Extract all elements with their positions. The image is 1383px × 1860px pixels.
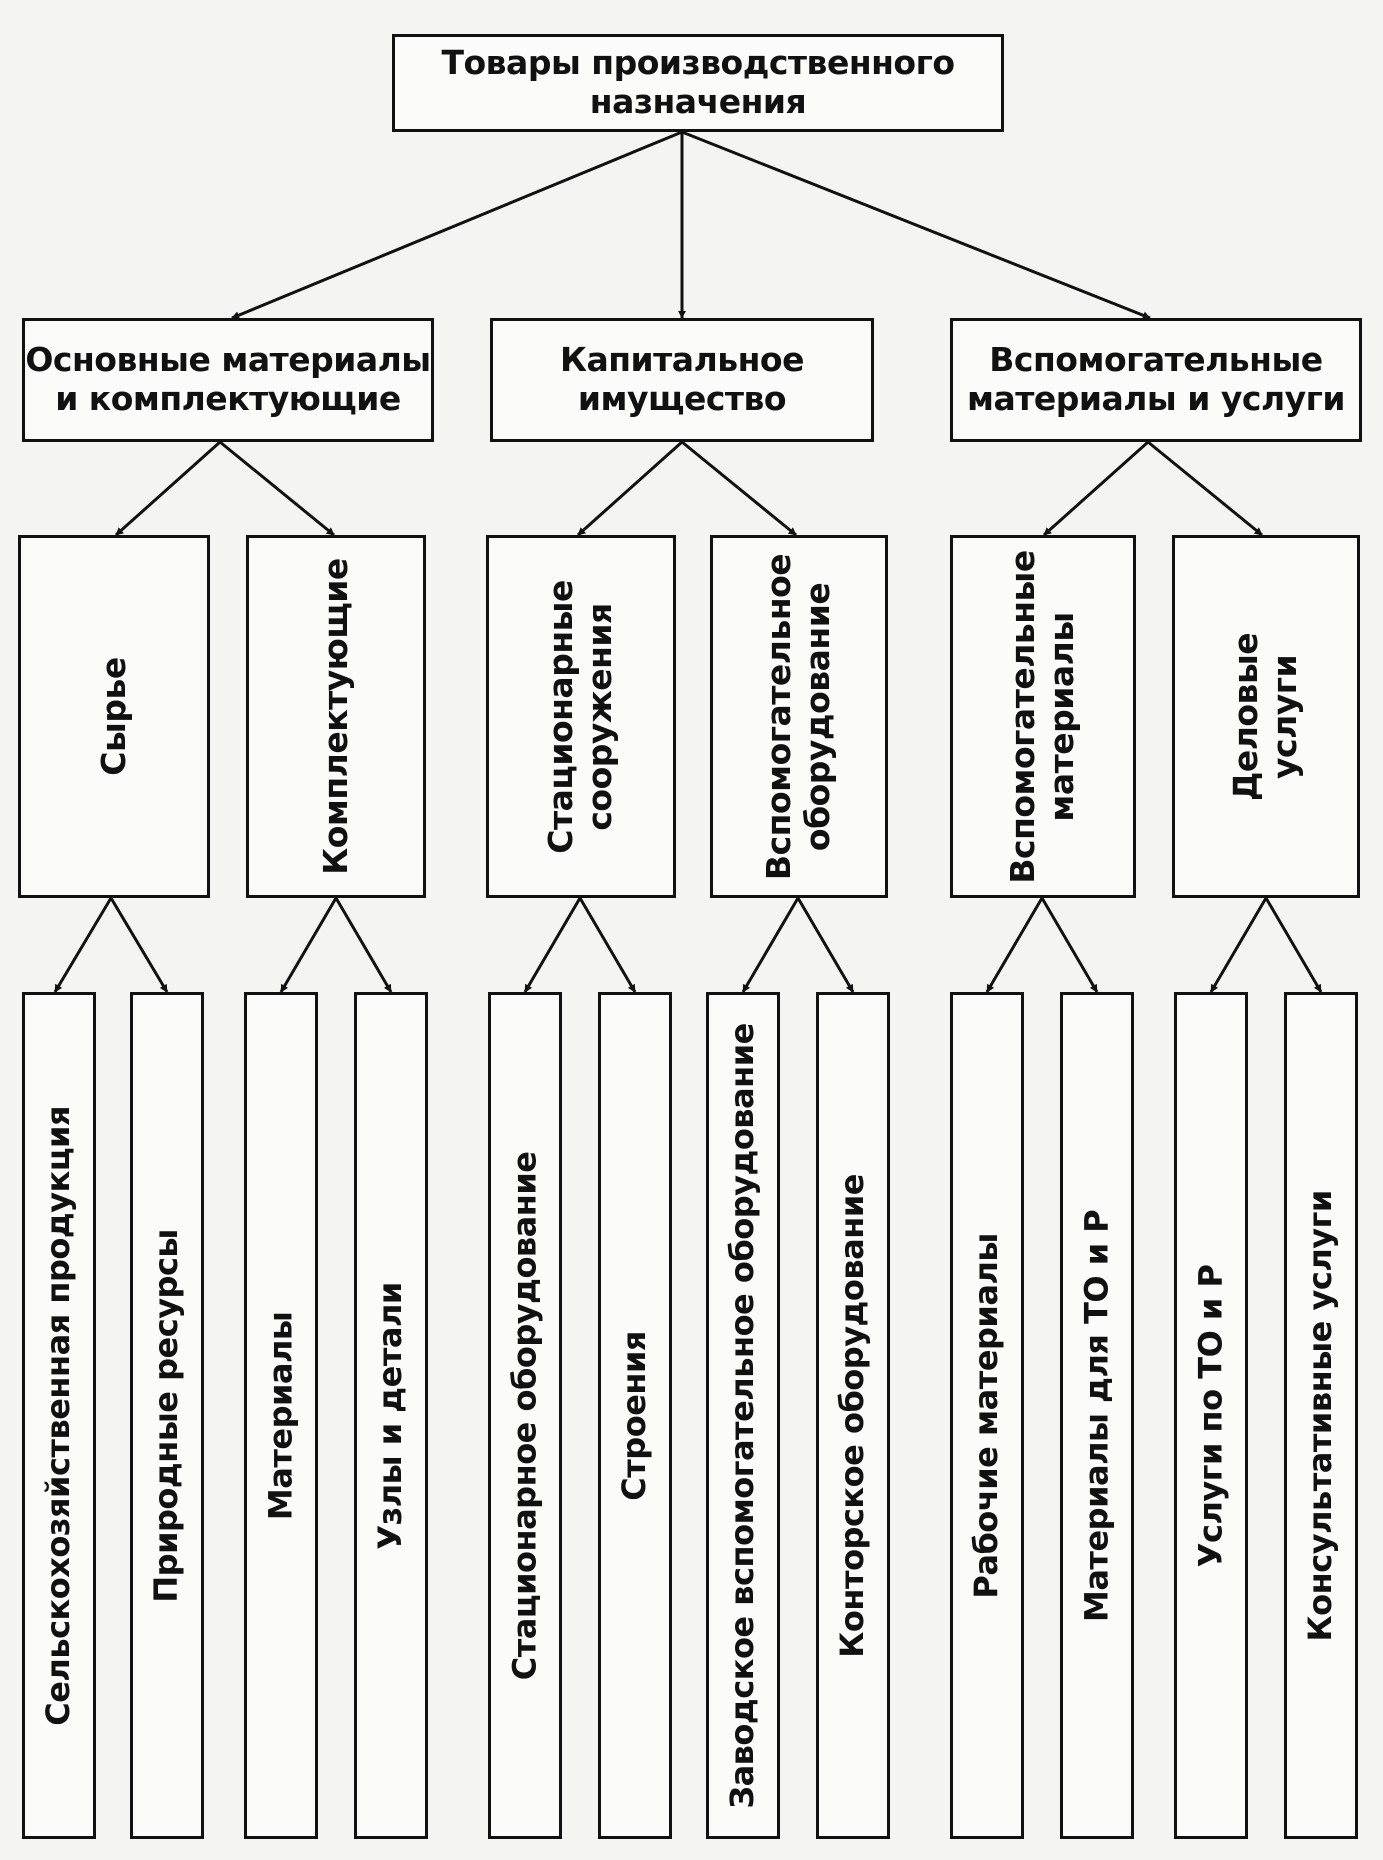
- item-label: Заводское вспомогательное оборудование: [723, 1022, 762, 1809]
- root-node: Товары производственного назначения: [392, 34, 1004, 132]
- item-maintenance-services: Услуги по ТО и Р: [1174, 992, 1248, 1839]
- item-label: Услуги по ТО и Р: [1191, 1264, 1230, 1567]
- item-label: Узлы и детали: [371, 1281, 410, 1550]
- subcategory-label: Комплектующие: [315, 558, 355, 875]
- arrow-root-to-category-3: [681, 130, 1151, 320]
- arrow-sub-3-to-item-5: [523, 897, 582, 993]
- category-basic-materials: Основные материалы и комплектующие: [22, 318, 434, 442]
- item-label: Сельскохозяйственная продукция: [39, 1105, 78, 1726]
- arrow-sub-6-to-item-11: [1209, 897, 1268, 993]
- arrow-sub-4-to-item-8: [796, 897, 855, 993]
- subcategory-label: Стационарные сооружения: [541, 579, 619, 854]
- arrow-category-1-to-sub-2: [219, 440, 335, 537]
- item-label: Строения: [615, 1330, 654, 1501]
- item-stationary-equipment: Стационарное оборудование: [488, 992, 562, 1839]
- subcategory-label: Вспомогательное оборудование: [759, 553, 837, 880]
- subcategory-label: Сырье: [93, 657, 133, 776]
- item-label: Консультативные услуги: [1301, 1189, 1340, 1642]
- category-label: Капитальное имущество: [560, 340, 804, 418]
- subcategory-auxiliary-equipment: Вспомогательное оборудование: [710, 535, 888, 898]
- item-label: Материалы: [261, 1311, 300, 1520]
- item-agricultural-products: Сельскохозяйственная продукция: [22, 992, 96, 1839]
- arrow-sub-5-to-item-9: [985, 897, 1044, 993]
- category-label: Основные материалы и комплектующие: [25, 340, 431, 418]
- subcategory-auxiliary-materials: Вспомогательные материалы: [950, 535, 1136, 898]
- item-consulting-services: Консультативные услуги: [1284, 992, 1358, 1839]
- arrow-sub-4-to-item-7: [741, 897, 800, 993]
- item-office-equipment: Конторское оборудование: [816, 992, 890, 1839]
- subcategory-components: Комплектующие: [246, 535, 426, 898]
- item-maintenance-materials: Материалы для ТО и Р: [1060, 992, 1134, 1839]
- arrow-sub-2-to-item-3: [279, 897, 338, 993]
- item-label: Материалы для ТО и Р: [1077, 1209, 1116, 1622]
- item-label: Рабочие материалы: [967, 1232, 1006, 1599]
- arrow-sub-1-to-item-1: [53, 897, 113, 993]
- arrow-root-to-category-1: [231, 130, 683, 320]
- item-working-materials: Рабочие материалы: [950, 992, 1024, 1839]
- category-auxiliary-materials-services: Вспомогательные материалы и услуги: [950, 318, 1362, 442]
- item-buildings: Строения: [598, 992, 672, 1839]
- subcategory-business-services: Деловые услуги: [1172, 535, 1360, 898]
- root-label: Товары производственного назначения: [441, 43, 955, 121]
- arrow-category-3-to-sub-5: [1043, 440, 1149, 537]
- arrow-sub-3-to-item-6: [578, 897, 637, 993]
- category-capital-property: Капитальное имущество: [490, 318, 874, 442]
- subcategory-label: Вспомогательные материалы: [1003, 549, 1082, 884]
- item-materials: Материалы: [244, 992, 318, 1839]
- category-label: Вспомогательные материалы и услуги: [967, 340, 1346, 418]
- item-natural-resources: Природные ресурсы: [130, 992, 204, 1839]
- item-factory-auxiliary-equipment: Заводское вспомогательное оборудование: [706, 992, 780, 1839]
- arrow-category-1-to-sub-1: [115, 440, 221, 537]
- subcategory-raw-materials: Сырье: [18, 535, 210, 898]
- item-label: Стационарное оборудование: [505, 1151, 544, 1680]
- arrow-sub-5-to-item-10: [1040, 897, 1099, 993]
- item-assemblies-and-parts: Узлы и детали: [354, 992, 428, 1839]
- arrow-sub-6-to-item-12: [1264, 897, 1323, 993]
- subcategory-label: Деловые услуги: [1226, 632, 1304, 801]
- item-label: Конторское оборудование: [833, 1173, 872, 1658]
- arrow-category-2-to-sub-3: [577, 440, 683, 537]
- subcategory-stationary-structures: Стационарные сооружения: [486, 535, 676, 898]
- item-label: Природные ресурсы: [147, 1228, 186, 1603]
- arrow-category-2-to-sub-4: [681, 440, 797, 537]
- arrow-sub-1-to-item-2: [109, 897, 169, 993]
- arrow-category-3-to-sub-6: [1147, 440, 1263, 537]
- arrow-sub-2-to-item-4: [334, 897, 393, 993]
